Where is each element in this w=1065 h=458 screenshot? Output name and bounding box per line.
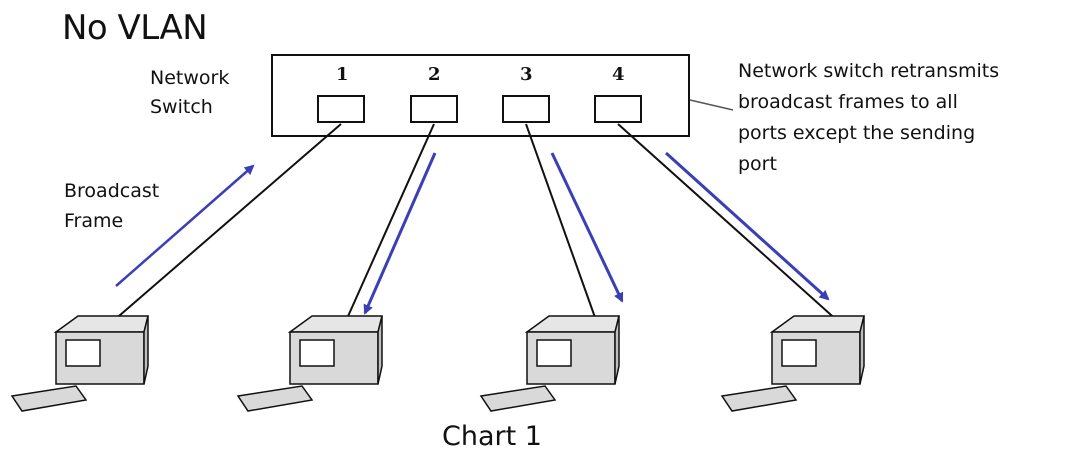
forward-arrow-4	[664, 151, 830, 301]
diagram-title: No VLAN	[62, 8, 208, 48]
broadcast-arrow	[115, 164, 255, 287]
port-2-label: 2	[428, 64, 441, 85]
cable-1	[111, 123, 342, 323]
computer-2-icon	[236, 315, 383, 412]
port-1-icon	[317, 95, 365, 123]
chart-caption: Chart 1	[442, 421, 542, 452]
forward-arrow-3	[550, 152, 624, 303]
note-line-4: port	[738, 153, 777, 175]
port-4-icon	[594, 95, 642, 123]
switch-label: Network Switch	[150, 64, 229, 122]
cable-2	[344, 123, 435, 324]
frame-label-line-2: Frame	[64, 210, 124, 232]
switch-label-line-1: Network	[150, 67, 230, 89]
cable-3	[525, 123, 598, 324]
computer-4-icon	[720, 315, 865, 412]
port-1-label: 1	[336, 64, 349, 85]
port-3-label: 3	[520, 64, 533, 85]
computer-3-icon	[479, 315, 620, 412]
computer-1-icon	[10, 315, 149, 412]
switch-label-line-2: Switch	[150, 96, 213, 118]
forward-arrow-2	[363, 152, 437, 315]
broadcast-frame-label: Broadcast Frame	[64, 176, 159, 236]
callout-leader	[689, 99, 734, 111]
port-2-icon	[410, 95, 458, 123]
note-line-3: ports except the sending	[738, 122, 976, 144]
switch-note: Network switch retransmits broadcast fra…	[738, 56, 999, 180]
port-4-label: 4	[612, 64, 625, 85]
frame-label-line-1: Broadcast	[64, 180, 160, 202]
port-3-icon	[502, 95, 550, 123]
note-line-2: broadcast frames to all	[738, 91, 958, 113]
note-line-1: Network switch retransmits	[738, 60, 1000, 82]
cable-4	[617, 123, 841, 324]
